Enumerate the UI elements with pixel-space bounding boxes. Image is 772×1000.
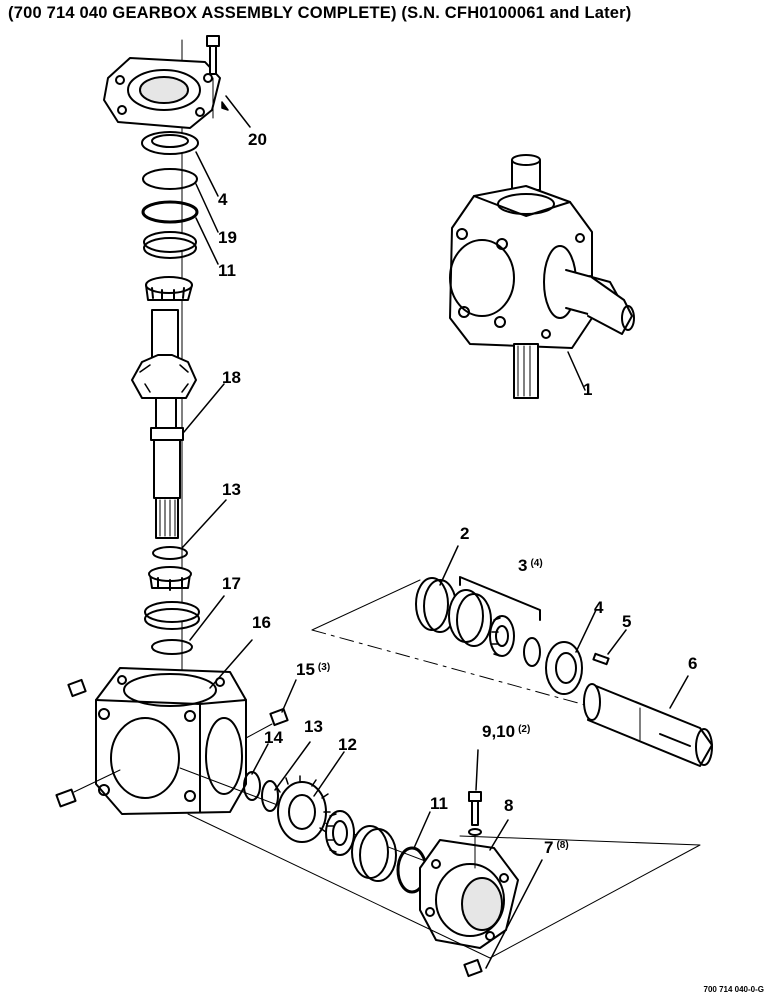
callout-label: 12 (338, 735, 357, 754)
snap-ring-part (142, 168, 198, 190)
side-flange-bolt-part (468, 791, 482, 869)
callout-label: 13 (222, 480, 241, 499)
callout-label: 4 (594, 598, 604, 617)
callout-9-10: 9,10(2) (482, 722, 530, 742)
callout-label: 8 (504, 796, 514, 815)
pinion-shaft-part (131, 309, 197, 539)
callout-label: 6 (688, 654, 698, 673)
callout-label: 17 (222, 574, 241, 593)
flange-bolt-part (206, 35, 220, 119)
flange-screw-part (463, 958, 483, 978)
callout-4-right: 4 (594, 598, 606, 618)
callout-8: 8 (504, 796, 516, 816)
callout-13-top: 13 (222, 480, 244, 500)
diagram-title: (700 714 040 GEARBOX ASSEMBLY COMPLETE) … (8, 4, 632, 22)
callout-11-lower: 11 (430, 794, 451, 814)
ring-part (141, 200, 199, 224)
spacer-lower-part (261, 780, 279, 812)
callout-11-top: 11 (218, 261, 239, 281)
snap-ring-lower-part (243, 771, 261, 801)
complete-gearbox-part (449, 154, 635, 399)
top-flange-part (103, 57, 221, 129)
callout-1: 1 (583, 380, 595, 400)
callout-label: 11 (430, 794, 448, 813)
key-part (592, 652, 610, 666)
callout-label: 14 (264, 728, 283, 747)
seal-part (141, 131, 199, 155)
spacer-ring-part (152, 546, 188, 560)
callout-7: 7(8) (544, 838, 569, 858)
callout-15: 15(3) (296, 660, 330, 680)
callout-label: 1 (583, 380, 593, 399)
drawing-code: 700 714 040-0-G (703, 985, 765, 994)
callout-6: 6 (688, 654, 700, 674)
callout-17: 17 (222, 574, 244, 594)
output-shaft-part (583, 683, 713, 767)
callout-label: 5 (622, 612, 632, 631)
callout-label: 11 (218, 261, 236, 280)
callout-3: 3(4) (518, 556, 543, 576)
connector-line-lower (187, 813, 701, 959)
callout-18: 18 (222, 368, 244, 388)
callout-qty: (2) (518, 724, 531, 735)
plug-right-part (269, 707, 289, 727)
callout-label: 13 (304, 717, 323, 736)
bearing-cup-right-2-part (448, 589, 492, 647)
callout-19: 19 (218, 228, 240, 248)
plug-bottom-left-part (55, 788, 77, 808)
callout-label: 20 (248, 130, 267, 149)
callout-label: 2 (460, 524, 470, 543)
callout-label: 7 (544, 838, 554, 857)
callout-label: 15 (296, 660, 315, 679)
callout-13-lower: 13 (304, 717, 326, 737)
tapered-bearing-right-part (489, 615, 515, 657)
plug-top-left-part (67, 678, 87, 698)
callout-label: 18 (222, 368, 241, 387)
callout-label: 9,10 (482, 722, 516, 741)
callout-qty: (8) (556, 840, 569, 851)
seal-right-part (545, 641, 583, 695)
bearing-cup-lower-right-part (351, 825, 397, 882)
callout-qty: (3) (317, 662, 331, 673)
callout-12: 12 (338, 735, 360, 755)
callout-4-top: 4 (218, 190, 230, 210)
callout-2: 2 (460, 524, 472, 544)
callout-20: 20 (248, 130, 270, 150)
callout-label: 3 (518, 556, 528, 575)
gearbox-housing-part (95, 667, 247, 815)
callout-label: 19 (218, 228, 237, 247)
callout-14: 14 (264, 728, 286, 748)
tapered-bearing-upper-part (145, 276, 193, 301)
bearing-cup-right-part (415, 577, 457, 633)
callout-label: 16 (252, 613, 271, 632)
snap-ring-right-part (523, 637, 541, 667)
tapered-bearing-lower-part (148, 566, 192, 591)
connector-line-upper (311, 579, 421, 631)
callout-qty: (4) (530, 558, 543, 569)
shim-part (151, 639, 193, 655)
side-flange-part (419, 839, 519, 949)
bracket-group-3 (459, 576, 541, 621)
bevel-gear-part (275, 775, 331, 843)
callout-label: 4 (218, 190, 228, 209)
leader-lines (181, 95, 689, 969)
bearing-cup-lower-part (144, 601, 200, 630)
callout-5: 5 (622, 612, 634, 632)
bearing-cup-part (143, 231, 197, 259)
tapered-bearing-lower-right-part (325, 810, 355, 856)
callout-16: 16 (252, 613, 274, 633)
